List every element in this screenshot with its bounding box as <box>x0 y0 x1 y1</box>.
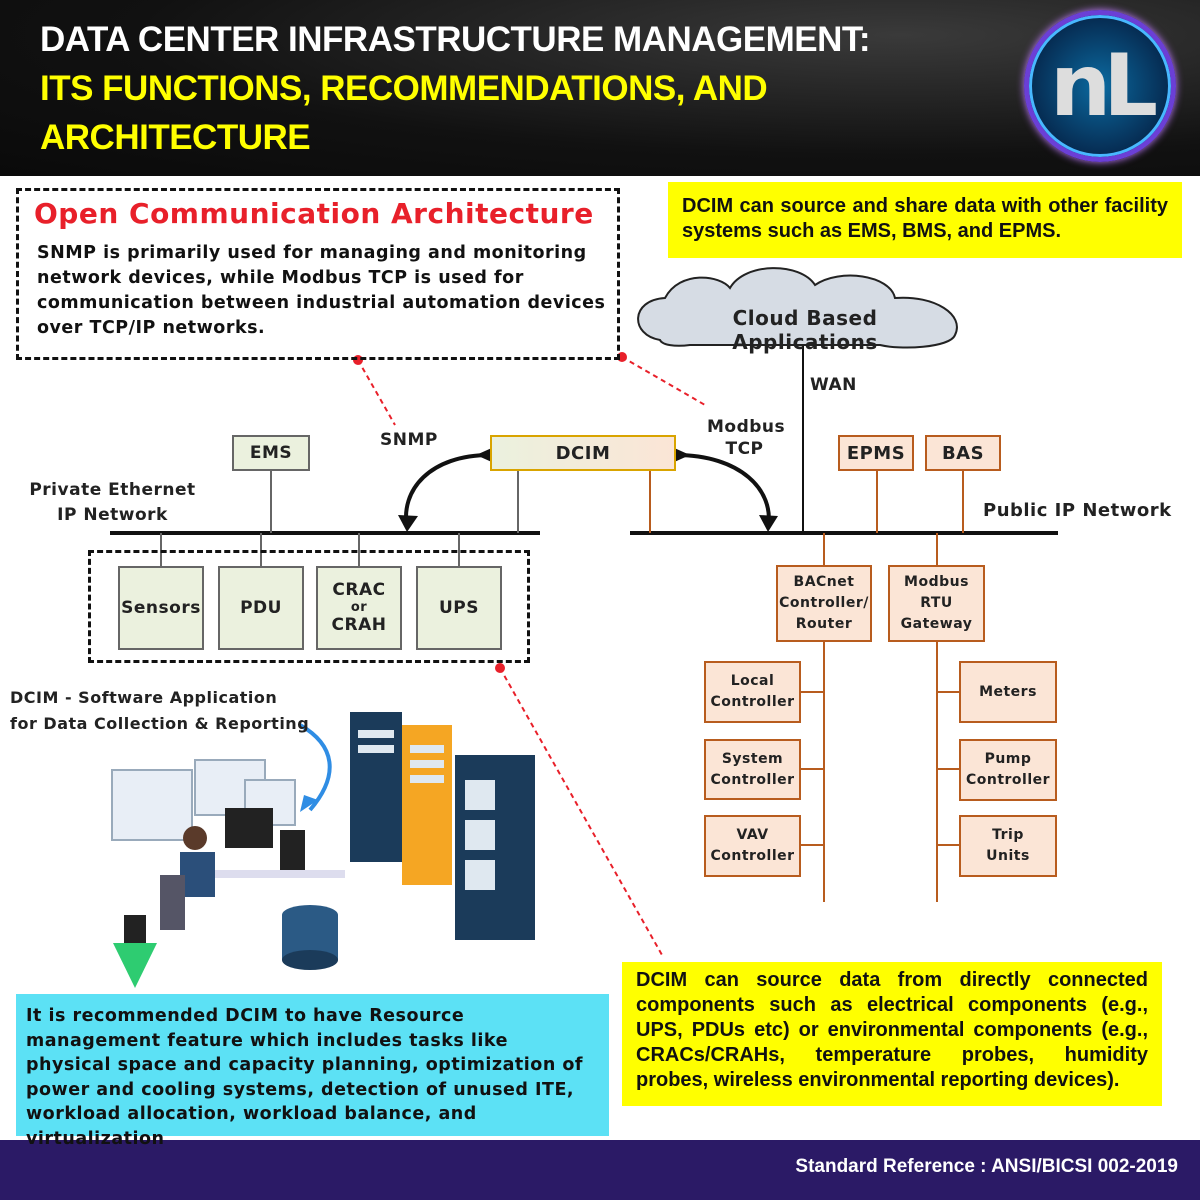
vav-label-1: VAV <box>736 827 769 843</box>
epms-box: EPMS <box>838 435 914 471</box>
modbus-label-2: RTU <box>920 595 953 611</box>
system-label-1: System <box>721 750 784 767</box>
ems-box: EMS <box>232 435 310 471</box>
bacnet-label-3: Router <box>795 616 853 632</box>
vav-label-2: Controller <box>710 848 795 864</box>
open-communication-box: Open Communication Architecture SNMP is … <box>16 188 620 360</box>
trip-label-1: Trip <box>992 827 1024 843</box>
cloud-label: Cloud Based Applications <box>732 306 878 354</box>
private-network-label: Private Ethernet IP Network <box>15 478 210 528</box>
modbus-arrow <box>675 453 771 529</box>
ups-box: UPS <box>416 566 502 650</box>
pump-label-2: Controller <box>965 772 1051 788</box>
directly-connected-group <box>88 550 530 663</box>
dcim-software-label: DCIM - Software Application for Data Coll… <box>10 685 309 737</box>
vav-controller-box: VAV Controller <box>704 815 801 877</box>
dcim-box: DCIM <box>490 435 676 471</box>
private-network-label-1: Private Ethernet <box>29 480 196 500</box>
public-network-label: Public IP Network <box>983 500 1172 521</box>
dcim-illustration <box>111 712 535 988</box>
crah-label: CRAH <box>331 615 387 635</box>
note-data-sources: DCIM can source data from directly conne… <box>622 962 1162 1106</box>
brand-logo: nL <box>1024 10 1176 162</box>
dcim-software-label-2: for Data Collection & Reporting <box>10 714 310 733</box>
title-line-2: ITS FUNCTIONS, RECOMMENDATIONS, AND <box>40 69 768 108</box>
modbus-tcp-label-2: TCP <box>725 439 764 459</box>
wan-label: WAN <box>810 375 857 395</box>
open-comm-title: Open Communication Architecture <box>34 197 594 230</box>
trip-label-2: Units <box>986 848 1030 864</box>
local-label-2: Controller <box>710 694 795 710</box>
footer-bar: Standard Reference : ANSI/BICSI 002-2019 <box>0 1140 1200 1200</box>
modbus-tcp-label-1: Modbus <box>707 417 786 437</box>
crac-label: CRAC <box>332 580 386 600</box>
bacnet-label-1: BACnet <box>793 574 855 590</box>
local-label-1: Local <box>730 673 775 689</box>
pdu-box: PDU <box>218 566 304 650</box>
snmp-arrow <box>404 453 491 529</box>
or-label: or <box>350 600 368 615</box>
note-resource-management: It is recommended DCIM to have Resource … <box>16 994 609 1149</box>
system-label-2: Controller <box>710 771 795 788</box>
title-line-1: DATA CENTER INFRASTRUCTURE MANAGEMENT: <box>40 20 871 59</box>
bas-box: BAS <box>925 435 1001 471</box>
standard-reference: Standard Reference : ANSI/BICSI 002-2019 <box>795 1156 1178 1177</box>
pump-label-1: Pump <box>984 751 1032 767</box>
note-share-data: DCIM can source and share data with othe… <box>668 182 1182 258</box>
snmp-label: SNMP <box>380 430 438 450</box>
sensors-box: Sensors <box>118 566 204 650</box>
header-banner: DATA CENTER INFRASTRUCTURE MANAGEMENT: I… <box>0 0 1200 176</box>
modbus-label-1: Modbus <box>904 574 969 590</box>
meters-box: Meters <box>959 661 1057 723</box>
open-comm-body: SNMP is primarily used for managing and … <box>37 243 606 338</box>
private-network-label-2: IP Network <box>57 505 168 525</box>
bacnet-label-2: Controller/ <box>779 595 869 611</box>
title-line-3: ARCHITECTURE <box>40 118 311 157</box>
dcim-software-label-1: DCIM - Software Application <box>10 688 278 707</box>
modbus-label-3: Gateway <box>900 616 973 632</box>
